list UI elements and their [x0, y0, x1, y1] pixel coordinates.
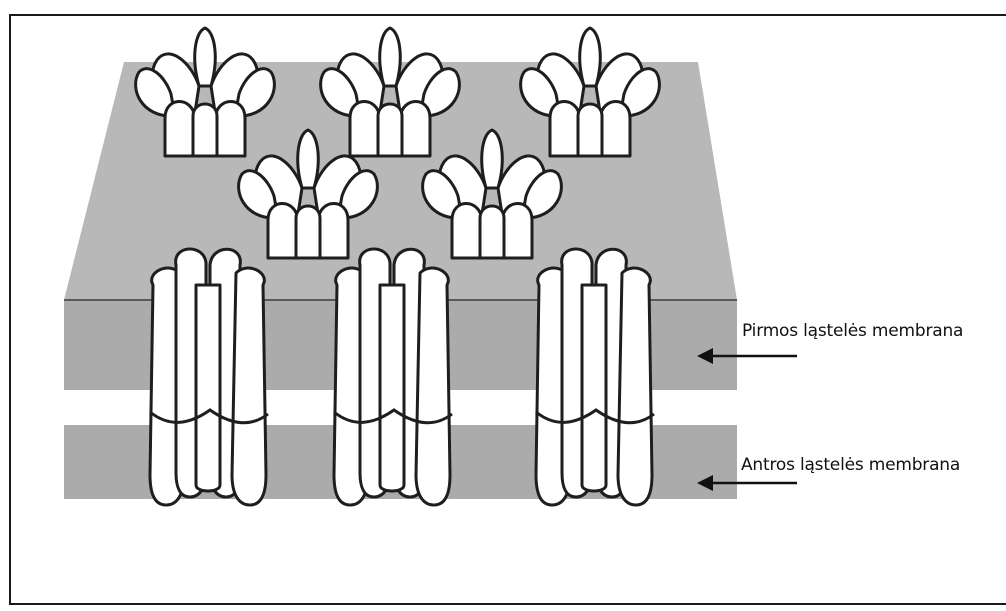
gap-junction-channel-1 [150, 249, 266, 505]
gap-junction-channel-3 [536, 249, 652, 505]
arrow-second-membrane [697, 475, 797, 491]
second-membrane-label: Antros ląstelės membrana [741, 455, 960, 475]
gap-junction-channel-2 [334, 249, 450, 505]
arrow-first-membrane [697, 348, 797, 364]
first-membrane-label: Pirmos ląstelės membrana [742, 321, 963, 341]
